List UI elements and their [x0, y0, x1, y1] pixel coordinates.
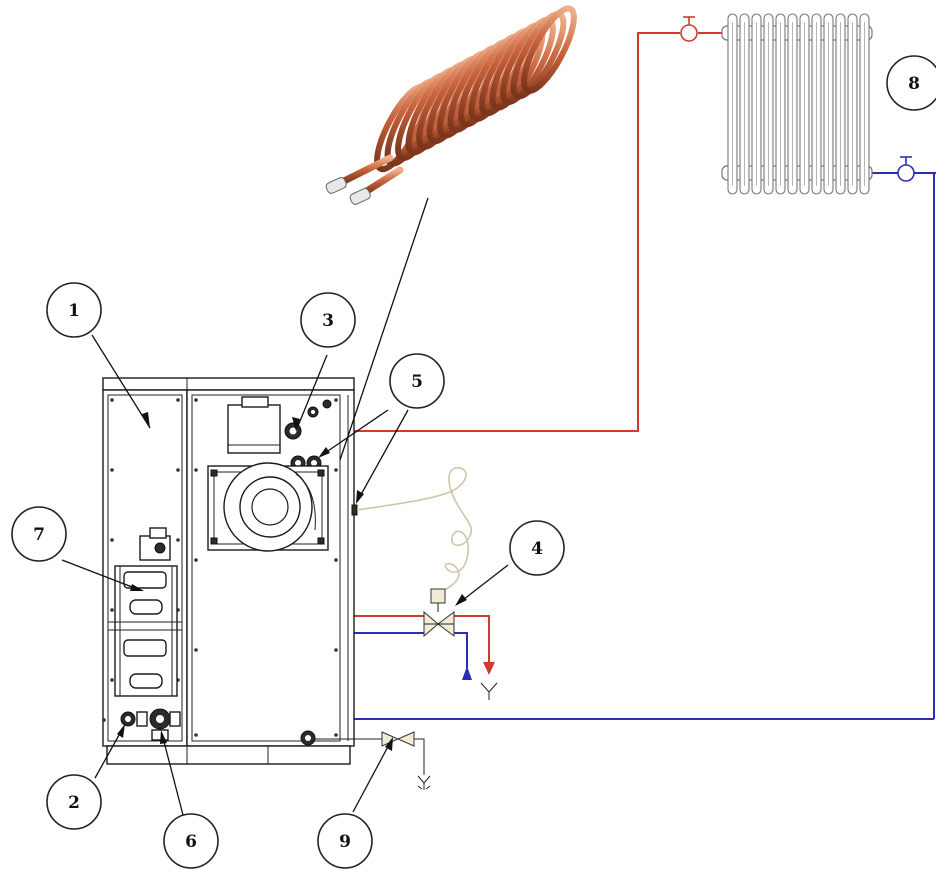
callout-2-label: 2: [68, 793, 80, 813]
callout-4: 4: [509, 520, 565, 576]
callout-9: 9: [317, 813, 373, 869]
thermostatic-valve-icon: [423, 588, 455, 638]
radiator-icon: [721, 13, 873, 195]
leader-lines: [61, 334, 509, 816]
callout-1-label: 1: [68, 301, 80, 321]
supply-pipe: [343, 32, 680, 432]
valve-outlet-red: [454, 615, 490, 664]
panel-screws: [102, 398, 338, 737]
callout-3-label: 3: [322, 311, 334, 331]
boiler-base: [106, 745, 351, 765]
drain-valve-icon: [315, 731, 431, 790]
red-outlet-arrow: [483, 662, 495, 675]
callout-5: 5: [389, 353, 445, 409]
drain-funnel-4: [480, 682, 498, 700]
callout-6-label: 6: [185, 832, 197, 852]
callout-5-label: 5: [411, 372, 423, 392]
burner-fan: [207, 462, 329, 552]
coil-leader: [339, 197, 429, 461]
callout-3: 3: [300, 292, 356, 348]
sensor-capillary: [356, 467, 473, 593]
control-box: [227, 396, 281, 454]
valve-outlet-blue: [454, 632, 468, 668]
callout-9-label: 9: [339, 832, 351, 852]
copper-coil-icon: [325, 5, 577, 205]
boiler: [102, 377, 358, 765]
radiator-return-valve-icon: [897, 156, 915, 182]
callout-4-label: 4: [531, 539, 543, 559]
coil-turn: [521, 5, 577, 94]
callout-1: 1: [46, 282, 102, 338]
gas-valve: [139, 527, 171, 561]
heat-exchanger-7: [108, 565, 182, 697]
callout-8-label: 8: [908, 74, 920, 94]
callout-8: 8: [886, 55, 936, 111]
callout-7-label: 7: [33, 525, 45, 545]
callout-7: 7: [11, 506, 67, 562]
callout-6: 6: [163, 813, 219, 869]
bottom-fittings: [120, 708, 316, 746]
blue-inlet-arrow: [462, 666, 472, 680]
callout-2: 2: [46, 774, 102, 830]
radiator-supply-valve-icon: [680, 16, 698, 42]
sensor-port: [351, 504, 358, 516]
